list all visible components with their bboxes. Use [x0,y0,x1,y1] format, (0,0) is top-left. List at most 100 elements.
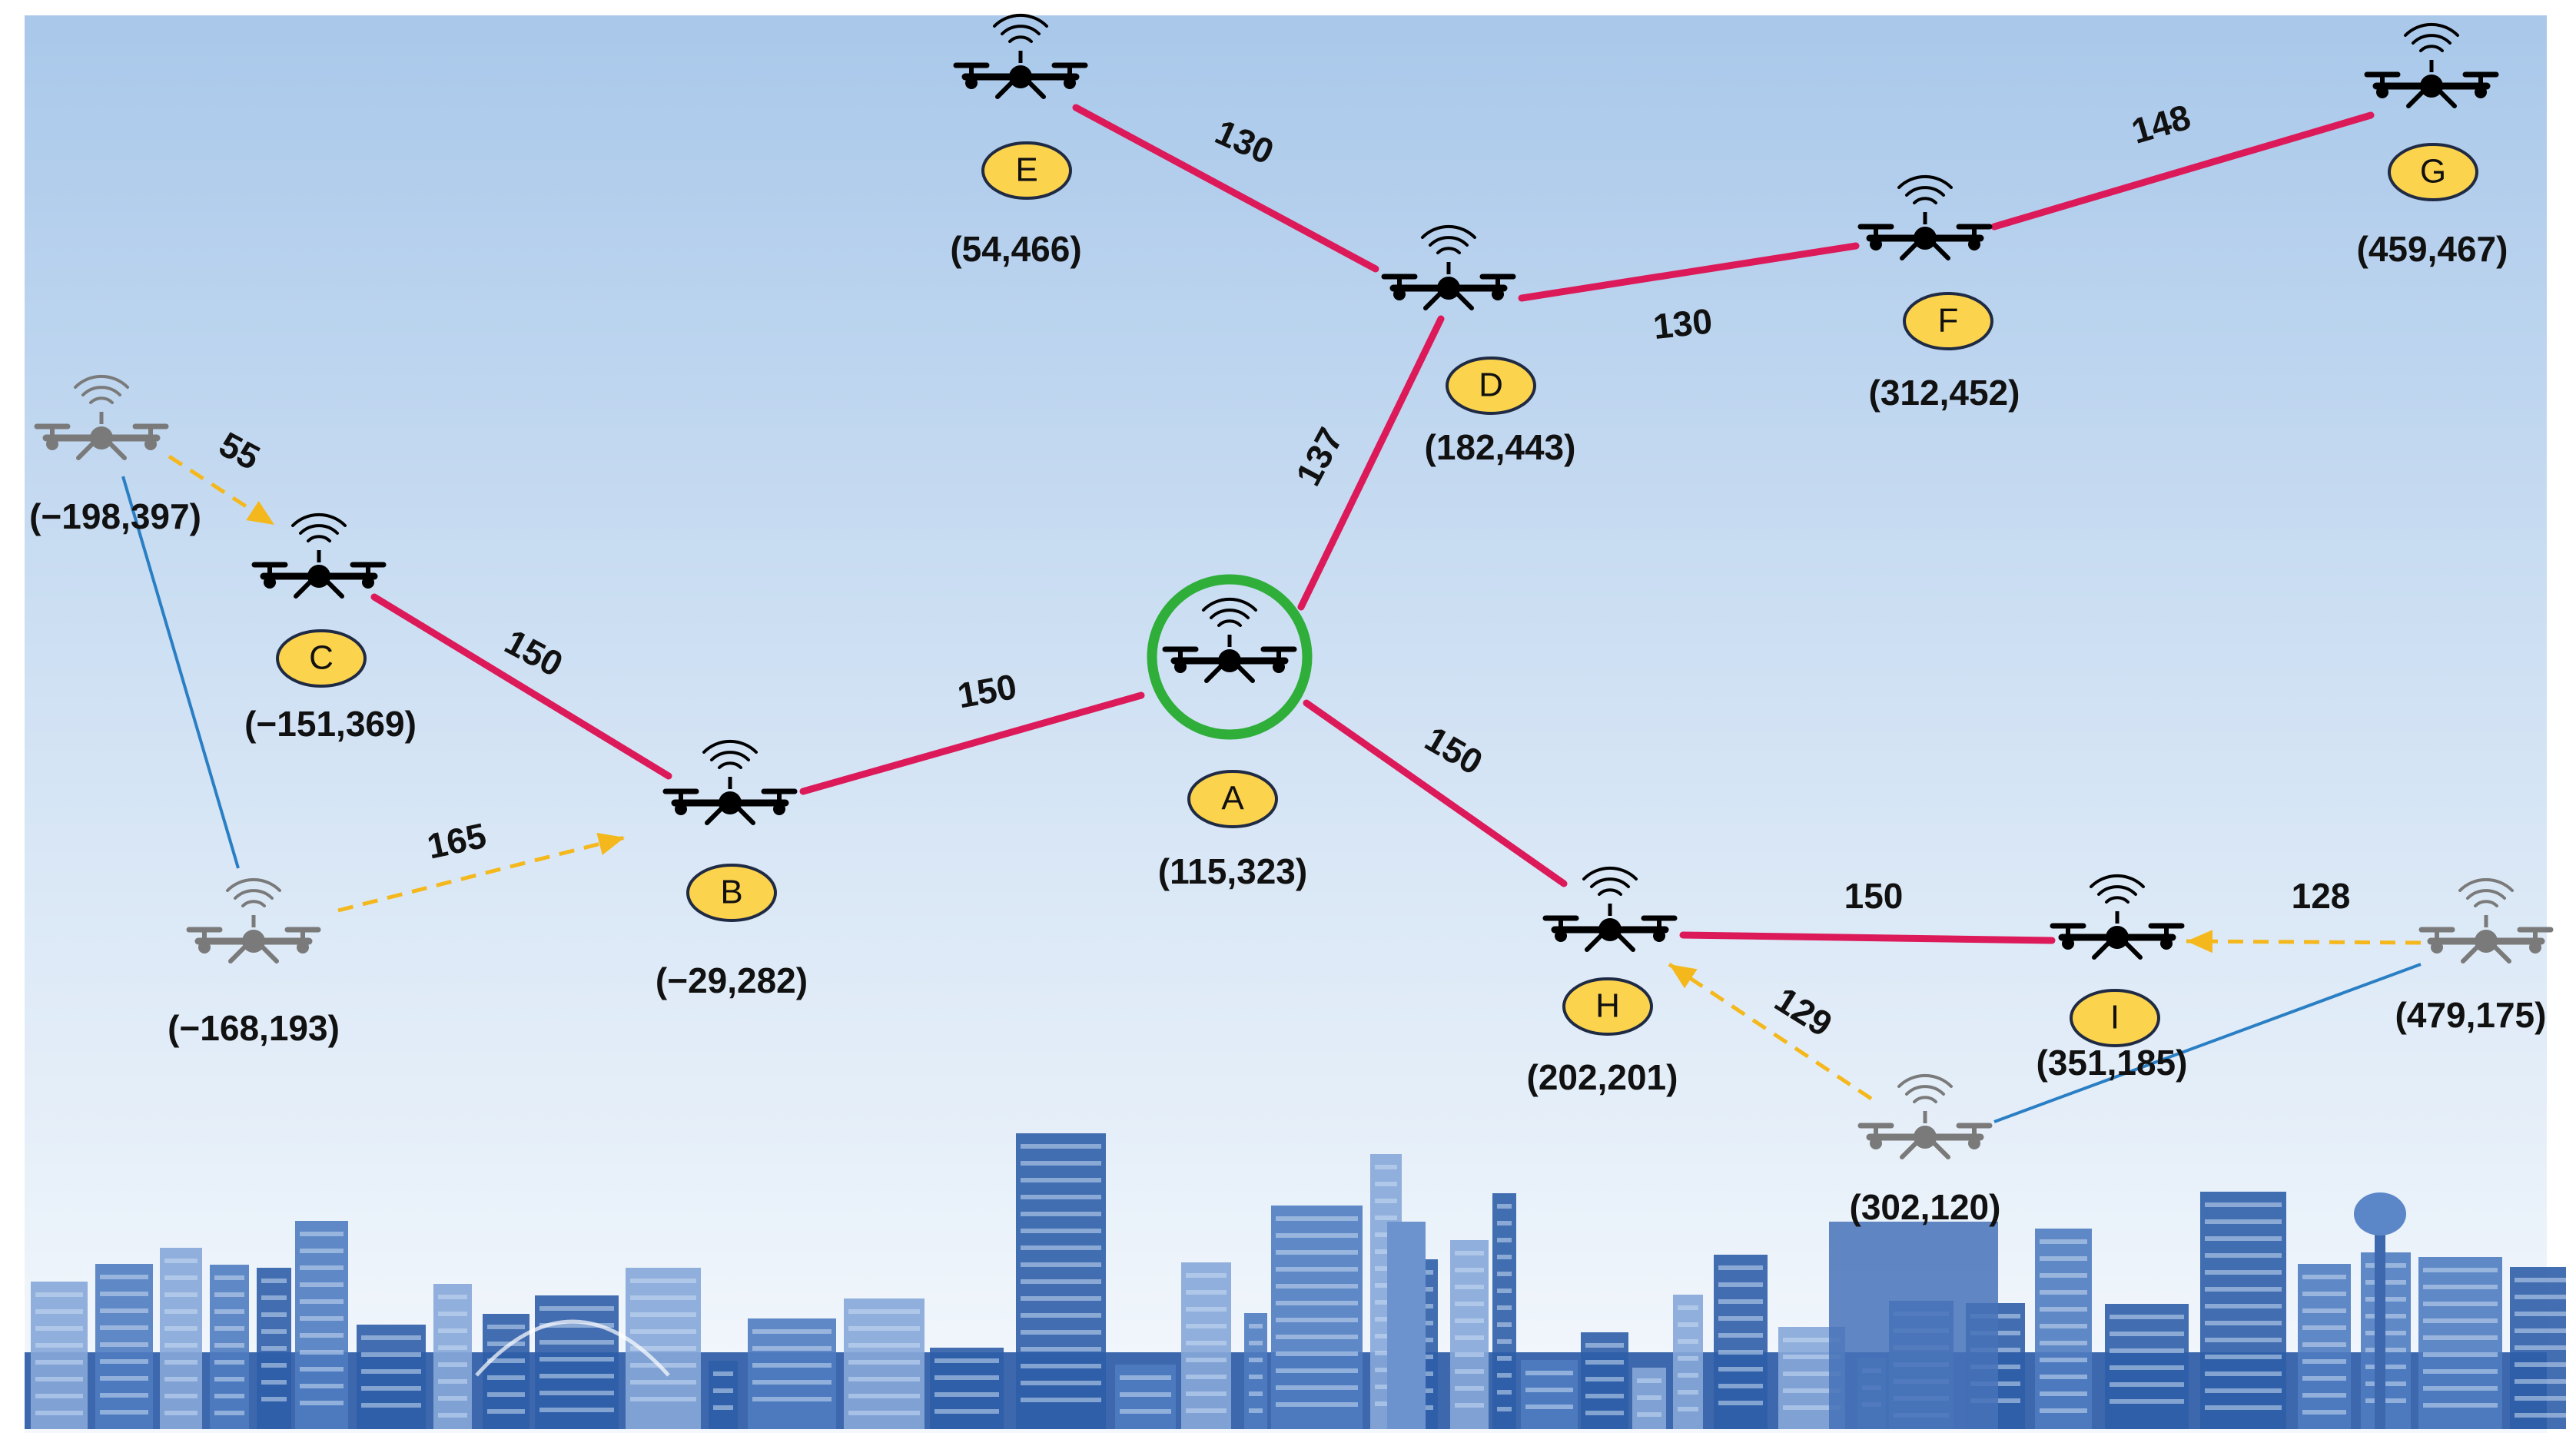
building-window [848,1411,920,1415]
building-window [438,1345,467,1350]
arrowhead-icon [246,500,274,525]
building-window [539,1357,614,1361]
building-window [934,1409,999,1414]
building-window [2205,1321,2282,1325]
building-window [1718,1401,1763,1405]
building-window [2302,1325,2346,1330]
building-window [2515,1362,2566,1367]
building-window [487,1358,525,1363]
dashed-link-p2-b [337,832,626,913]
building-window [1276,1233,1358,1238]
building-window [1249,1341,1263,1345]
building-window [1375,1165,1397,1169]
building-window [2515,1278,2566,1282]
building-window [539,1323,614,1328]
building-window [1497,1221,1512,1225]
building-window [2205,1287,2282,1292]
building-window [1021,1229,1101,1233]
building-window [100,1342,148,1347]
building-window [2205,1355,2282,1359]
idle-drone-p4: (479,175) [2395,880,2551,1035]
building-window [1455,1268,1484,1272]
building-window [2302,1410,2346,1415]
building-window [1455,1302,1484,1306]
thin-link-p3-p4 [1993,963,2422,1123]
building-window [2365,1297,2406,1302]
building-window [848,1377,920,1381]
building-window [2365,1365,2406,1369]
bridge-arch [475,1319,670,1377]
nodes: A(115,323)B(−29,282)C(−151,369)D(182,443… [29,15,2551,1227]
building-window [1276,1385,1358,1390]
building-window [261,1380,287,1385]
building-window [1186,1408,1227,1413]
building-window [438,1362,467,1367]
building-window [300,1232,344,1236]
building-window [100,1359,148,1364]
idle-drone-coordinate: (302,120) [1850,1187,2001,1227]
building-window [2423,1285,2498,1289]
building-window [100,1376,148,1381]
link-f-g [1990,111,2375,231]
building-window [848,1326,920,1331]
building-window [1455,1403,1484,1408]
building-window [1249,1358,1263,1362]
building-window [1783,1371,1841,1376]
building-window [848,1309,920,1314]
building-window [2423,1268,2498,1272]
building-window [1249,1324,1263,1328]
building-window [100,1275,148,1279]
building-window [752,1329,832,1334]
building-window [630,1363,696,1368]
building-window [1021,1313,1101,1318]
building-window [361,1369,421,1374]
building-window [214,1292,244,1297]
node-c: C(−151,369) [244,515,417,744]
building-window [2423,1369,2498,1374]
link-h-i [1679,931,2056,944]
building-window [2205,1338,2282,1342]
building-window [539,1340,614,1345]
building-window [1497,1390,1512,1395]
building-window [487,1342,525,1346]
link-c-b [370,593,672,780]
building-window [1375,1351,1397,1355]
dashed-line [1668,962,1873,1101]
building-window [261,1329,287,1334]
building-window [1249,1391,1263,1396]
building-window [1021,1398,1101,1402]
building-window [2302,1292,2346,1296]
building-window [2040,1341,2087,1345]
node-label: A [1221,780,1244,818]
building-window [2040,1239,2087,1244]
building-window [2365,1398,2406,1403]
building-window [2205,1270,2282,1275]
building-window [1375,1232,1397,1237]
building-window [2110,1399,2184,1404]
building-window [2423,1302,2498,1306]
building-window [1186,1324,1227,1328]
building-window [438,1328,467,1333]
building-window [934,1392,999,1397]
building [2200,1192,2286,1429]
building-window [1375,1401,1397,1406]
building-window [2423,1352,2498,1357]
building-window [630,1312,696,1317]
building-window [438,1396,467,1401]
building-window [300,1282,344,1287]
building-window [630,1279,696,1283]
building-window [2365,1381,2406,1386]
building-window [2205,1219,2282,1224]
building-window [2205,1388,2282,1393]
thin-links [121,476,2422,1123]
node-label: I [2110,999,2120,1036]
node-label: F [1938,302,1959,340]
building-window [438,1312,467,1316]
link-weight-p4-i: 128 [2292,876,2351,916]
building-window [300,1350,344,1355]
building-window [2205,1304,2282,1308]
building-window [630,1380,696,1385]
building-window [1021,1144,1101,1149]
building-window [1375,1317,1397,1322]
building-window [300,1316,344,1321]
